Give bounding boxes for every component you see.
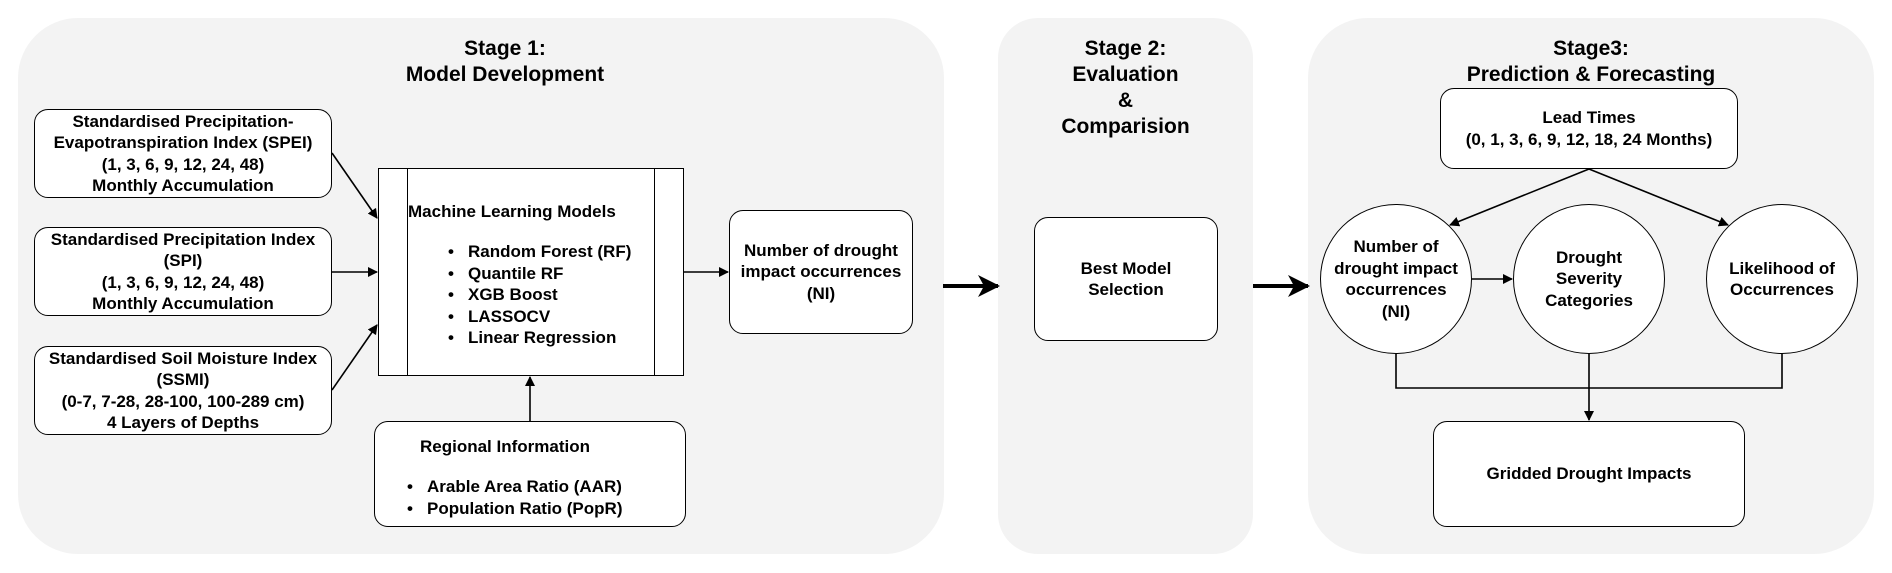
ssmi-line3: (0-7, 7-28, 28-100, 100-289 cm): [61, 391, 305, 411]
lead-to-likelihood-arrow: [1588, 168, 1729, 227]
ni-output-line1: Number of drought: [744, 240, 898, 260]
ni-output-line3: (NI): [806, 283, 836, 303]
ssmi-to-ml-arrow: [331, 324, 378, 391]
lead-times-box: Lead Times (0, 1, 3, 6, 9, 12, 18, 24 Mo…: [1440, 88, 1738, 169]
gridded-impacts-label: Gridded Drought Impacts: [1486, 464, 1692, 484]
severity-circle-line3: Categories: [1545, 290, 1633, 310]
spi-line1: Standardised Precipitation Index: [50, 229, 316, 249]
ml-model-item: LASSOCV: [444, 306, 631, 328]
stage3-title-line2: Prediction & Forecasting: [1466, 63, 1716, 86]
ni-output-line2: impact occurrences: [740, 262, 902, 282]
likelihood-circle: Likelihood of Occurrences: [1706, 204, 1858, 354]
likelihood-circle-line2: Occurrences: [1730, 280, 1834, 299]
best-model-box: Best Model Selection: [1034, 217, 1218, 341]
best-model-line1: Best Model: [1080, 258, 1172, 278]
ml-models-content: Machine Learning Models Random Forest (R…: [408, 169, 648, 375]
best-model-line2: Selection: [1088, 280, 1164, 299]
stage3-title: Stage3: Prediction & Forecasting: [1308, 36, 1874, 88]
lead-times-line2: (0, 1, 3, 6, 9, 12, 18, 24 Months): [1465, 129, 1713, 149]
ml-models-box: Machine Learning Models Random Forest (R…: [378, 168, 684, 376]
regional-info-item: Arable Area Ratio (AAR): [403, 476, 622, 498]
ni-circle-line2: drought impact: [1334, 258, 1458, 278]
stage2-title: Stage 2: Evaluation & Comparision: [998, 36, 1253, 140]
ni-output-box: Number of drought impact occurrences (NI…: [729, 210, 913, 334]
ni-circle-line4: (NI): [1381, 301, 1411, 321]
regional-info-box: Regional Information Arable Area Ratio (…: [374, 421, 686, 527]
spi-line2: (SPI): [163, 251, 203, 270]
ni-circle: Number of drought impact occurrences (NI…: [1320, 204, 1472, 354]
stage2-title-line3: &: [1117, 89, 1134, 112]
ni-circle-line3: occurrences: [1345, 280, 1447, 299]
stage1-title: Stage 1: Model Development: [300, 36, 710, 88]
spei-input-box: Standardised Precipitation- Evapotranspi…: [34, 109, 332, 198]
ssmi-line2: (SSMI): [156, 370, 210, 389]
stage3-title-line1: Stage3:: [1553, 37, 1629, 60]
stage2-title-line2: Evaluation: [1072, 63, 1179, 86]
ssmi-input-box: Standardised Soil Moisture Index (SSMI) …: [34, 346, 332, 435]
severity-circle: Drought Severity Categories: [1513, 204, 1665, 354]
ml-left-bar: [407, 169, 408, 375]
spi-line3: (1, 3, 6, 9, 12, 24, 48): [101, 272, 265, 292]
ml-model-item: XGB Boost: [444, 284, 631, 306]
severity-circle-line2: Severity: [1555, 269, 1623, 289]
ml-right-bar: [654, 169, 655, 375]
gridded-impacts-box: Gridded Drought Impacts: [1433, 421, 1745, 527]
spei-line4: Monthly Accumulation: [92, 176, 274, 195]
regional-info-list: Arable Area Ratio (AAR) Population Ratio…: [403, 476, 622, 519]
ml-model-item: Quantile RF: [444, 263, 631, 285]
regional-info-title: Regional Information: [420, 437, 590, 456]
lead-to-ni-arrow: [1449, 168, 1590, 227]
spei-line2: Evapotranspiration Index (SPEI): [53, 133, 313, 152]
spei-line1: Standardised Precipitation-: [72, 111, 294, 131]
spei-line3: (1, 3, 6, 9, 12, 24, 48): [101, 154, 265, 174]
regional-info-item: Population Ratio (PopR): [403, 498, 622, 520]
ni-circle-line1: Number of: [1353, 237, 1439, 256]
ml-models-list: Random Forest (RF) Quantile RF XGB Boost…: [444, 241, 631, 349]
spi-line4: Monthly Accumulation: [92, 294, 274, 313]
likelihood-circle-line1: Likelihood of: [1729, 258, 1835, 278]
stage2-title-line4: Comparision: [1061, 115, 1190, 138]
spi-input-box: Standardised Precipitation Index (SPI) (…: [34, 227, 332, 316]
ssmi-line1: Standardised Soil Moisture Index: [48, 348, 318, 368]
ml-models-title: Machine Learning Models: [408, 202, 616, 221]
stage1-title-line1: Stage 1:: [464, 37, 546, 60]
spei-to-ml-arrow: [331, 152, 378, 219]
ml-model-item: Random Forest (RF): [444, 241, 631, 263]
ml-model-item: Linear Regression: [444, 327, 631, 349]
ssmi-line4: 4 Layers of Depths: [106, 413, 260, 432]
lead-times-line1: Lead Times: [1542, 108, 1636, 127]
severity-circle-line1: Drought: [1555, 247, 1623, 267]
stage2-title-line1: Stage 2:: [1084, 37, 1167, 60]
stage1-title-line2: Model Development: [405, 63, 605, 86]
